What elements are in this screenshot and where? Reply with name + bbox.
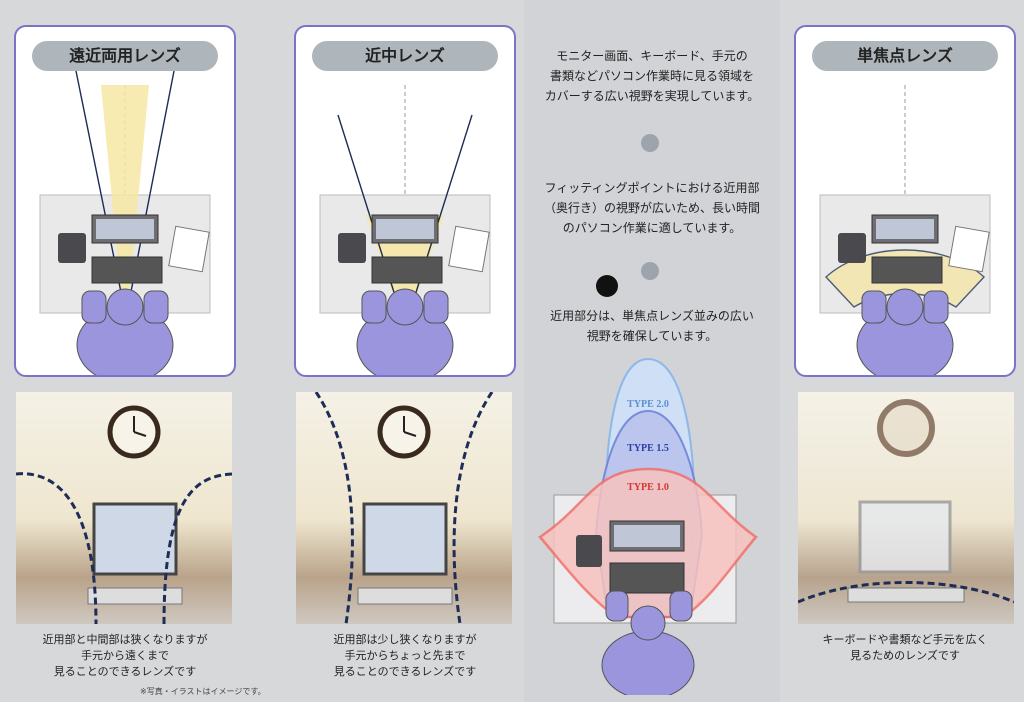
caption-line: 見ることのできるレンズです	[53, 665, 197, 678]
caption-near-intermediate: 近用部は少し狭くなりますが 手元からちょっと先まで 見ることのできるレンズです	[294, 632, 516, 680]
desk-illustration	[319, 85, 491, 375]
text-line: フィッティングポイントにおける近用部	[544, 181, 760, 195]
middle-info-panel: モニター画面、キーボード、手元の 書類などパソコン作業時に見る領域を カバーする…	[524, 0, 780, 702]
view-photo-single-vision	[798, 392, 1014, 624]
feature-text-2: フィッティングポイントにおける近用部 （奥行き）の視野が広いため、長い時間 のパ…	[524, 178, 780, 238]
view-photo-bifocal	[16, 392, 232, 624]
text-line: 書類などパソコン作業時に見る領域を	[549, 69, 754, 83]
caption-line: 近用部と中間部は狭くなりますが	[42, 633, 208, 646]
punch-hole	[596, 275, 618, 297]
office-view-illustration	[16, 405, 232, 624]
feature-text-1: モニター画面、キーボード、手元の 書類などパソコン作業時に見る領域を カバーする…	[524, 46, 780, 106]
office-view-illustration	[798, 399, 1014, 604]
panel-bifocal-diagram: 遠近両用レンズ	[14, 25, 236, 377]
caption-line: 見ることのできるレンズです	[333, 665, 477, 678]
panel-near-intermediate-diagram: 近中レンズ	[294, 25, 516, 377]
type-comparison-diagram: TYPE 2.0 TYPE 1.5 TYPE 1.0	[538, 357, 758, 695]
type-label: TYPE 2.0	[627, 399, 669, 410]
text-line: のパソコン作業に適しています。	[562, 221, 742, 235]
bullet-dot	[641, 134, 659, 152]
caption-line: 手元から遠くまで	[81, 649, 169, 662]
caption-single-vision: キーボードや書類など手元を広く 見るためのレンズです	[794, 632, 1016, 664]
text-line: モニター画面、キーボード、手元の	[556, 49, 748, 63]
panel-title: 遠近両用レンズ	[32, 41, 218, 71]
caption-bifocal: 近用部と中間部は狭くなりますが 手元から遠くまで 見ることのできるレンズです	[14, 632, 236, 680]
panel-title: 単焦点レンズ	[812, 41, 998, 71]
type-label: TYPE 1.0	[627, 482, 669, 493]
panel-title: 近中レンズ	[312, 41, 498, 71]
view-photo-near-intermediate	[296, 392, 512, 624]
panel-single-vision-diagram: 単焦点レンズ	[794, 25, 1016, 377]
desk-illustration	[39, 70, 211, 375]
caption-line: キーボードや書類など手元を広く	[822, 633, 988, 646]
caption-line: 見るためのレンズです	[850, 649, 960, 662]
type-label: TYPE 1.5	[627, 443, 669, 454]
text-line: 視野を確保しています。	[586, 329, 718, 343]
desk-illustration	[819, 85, 991, 375]
footnote: ※写真・イラストはイメージです。	[140, 687, 266, 696]
office-view-illustration	[314, 392, 494, 624]
text-line: 近用部分は、単焦点レンズ並みの広い	[550, 309, 754, 323]
feature-text-3: 近用部分は、単焦点レンズ並みの広い 視野を確保しています。	[524, 306, 780, 346]
text-line: カバーする広い視野を実現しています。	[544, 89, 760, 103]
caption-line: 手元からちょっと先まで	[344, 649, 466, 662]
caption-line: 近用部は少し狭くなりますが	[333, 633, 477, 646]
text-line: （奥行き）の視野が広いため、長い時間	[543, 201, 760, 215]
bullet-dot	[641, 262, 659, 280]
